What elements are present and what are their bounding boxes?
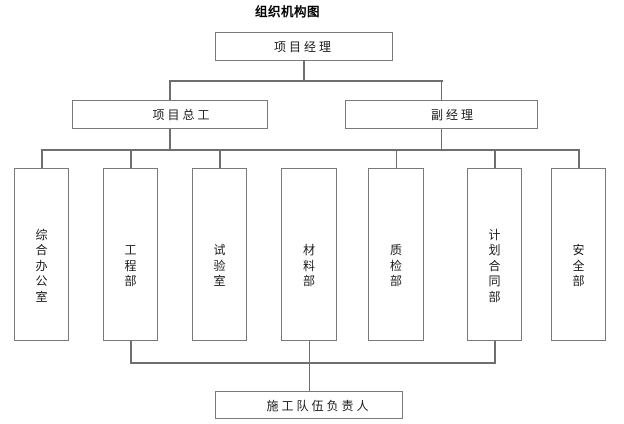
connector-drop-quality-inspection [395, 149, 397, 168]
connector-chief-engineer-riser [169, 80, 171, 100]
connector-root-drop [303, 61, 305, 80]
connector-drop-general-office [41, 149, 43, 168]
node-dept-planning-contracts: 计划合同部 [467, 168, 522, 341]
node-project-manager: 项目经理 [215, 32, 393, 61]
node-dept-quality-inspection: 质检部 [368, 168, 424, 341]
connector-stub-planning-contracts [494, 341, 496, 362]
node-label: 工程部 [124, 243, 137, 289]
node-dept-safety: 安全部 [551, 168, 606, 341]
node-label: 施工队伍负责人 [266, 398, 372, 413]
node-dept-test-lab: 试验室 [192, 168, 247, 341]
node-label: 项目总工 [152, 108, 213, 122]
node-label: 试验室 [213, 243, 226, 289]
connector-department-bus [41, 149, 579, 151]
node-label: 计划合同部 [488, 227, 501, 304]
connector-drop-planning-contracts [494, 149, 496, 168]
connector-stub-materials [308, 341, 310, 391]
connector-deputy-manager-riser [440, 80, 442, 100]
connector-drop-test-lab [219, 149, 221, 168]
node-dept-engineering: 工程部 [103, 168, 158, 341]
node-label: 材料部 [302, 243, 315, 289]
connector-deputy-manager-drop [440, 129, 442, 149]
connector-chief-engineer-drop [169, 129, 171, 149]
connector-drop-engineering [130, 149, 132, 168]
node-construction-team-leader: 施工队伍负责人 [215, 391, 403, 419]
node-label: 质检部 [389, 243, 402, 289]
connector-bottom-bus [130, 362, 496, 364]
node-label: 副经理 [430, 108, 476, 122]
node-dept-general-office: 综合办公室 [14, 168, 69, 341]
node-deputy-manager: 副经理 [345, 100, 538, 129]
connector-drop-safety [578, 149, 580, 168]
node-dept-materials: 材料部 [281, 168, 337, 341]
node-chief-engineer: 项目总工 [72, 100, 268, 129]
connector-level1-bus [169, 80, 443, 82]
node-label: 项目经理 [273, 40, 334, 54]
node-label: 安全部 [572, 243, 585, 289]
node-label: 综合办公室 [35, 227, 48, 304]
diagram-title: 组织机构图 [254, 5, 320, 19]
connector-stub-engineering [130, 341, 132, 362]
